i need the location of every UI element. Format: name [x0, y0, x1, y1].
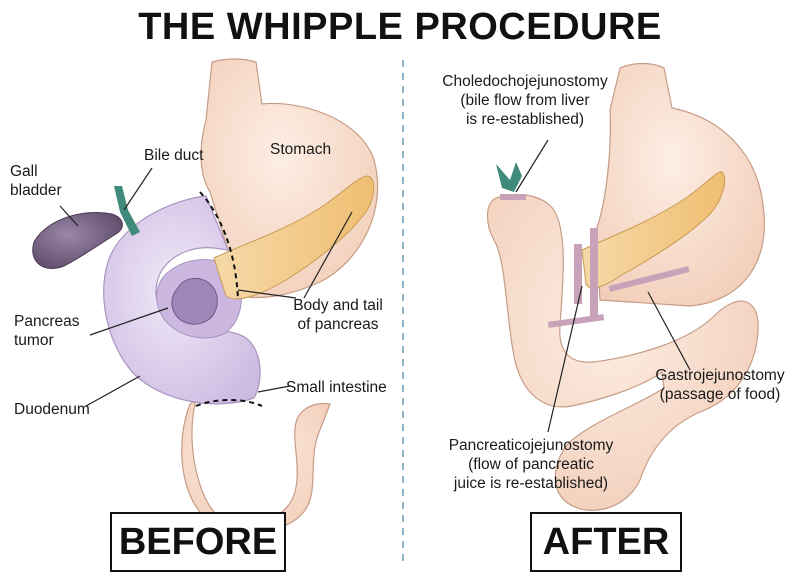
label-stomach: Stomach	[270, 141, 332, 158]
pancreas-body-tail	[213, 175, 375, 300]
jejunum-loop	[486, 193, 759, 511]
label-pancreas-tumor: Pancreas tumor	[14, 313, 80, 349]
after-label-box: AFTER	[530, 512, 682, 572]
bile-duct-shape	[114, 186, 140, 236]
before-label-box: BEFORE	[110, 512, 286, 572]
label-body-tail-pancreas: Body and tail of pancreas	[293, 297, 383, 333]
pancreas-remnant	[581, 171, 726, 289]
label-pancreaticojejunostomy: Pancreaticojejunostomy (flow of pancreat…	[448, 437, 614, 492]
label-small-intestine: Small intestine	[286, 379, 387, 396]
label-gall-bladder: Gall bladder	[10, 163, 62, 199]
label-choledochojejunostomy: Choledochojejunostomy (bile flow from li…	[442, 73, 608, 128]
label-duodenum: Duodenum	[14, 401, 90, 418]
gall-bladder-shape	[32, 211, 123, 269]
pancreas-tumor	[171, 278, 218, 325]
bile-duct-anastomosis	[496, 162, 522, 192]
duodenum-resected	[103, 195, 261, 405]
page-title: THE WHIPPLE PROCEDURE	[138, 6, 662, 48]
label-gastrojejunostomy: Gastrojejunostomy (passage of food)	[655, 367, 785, 403]
label-bile-duct: Bile duct	[144, 147, 204, 164]
